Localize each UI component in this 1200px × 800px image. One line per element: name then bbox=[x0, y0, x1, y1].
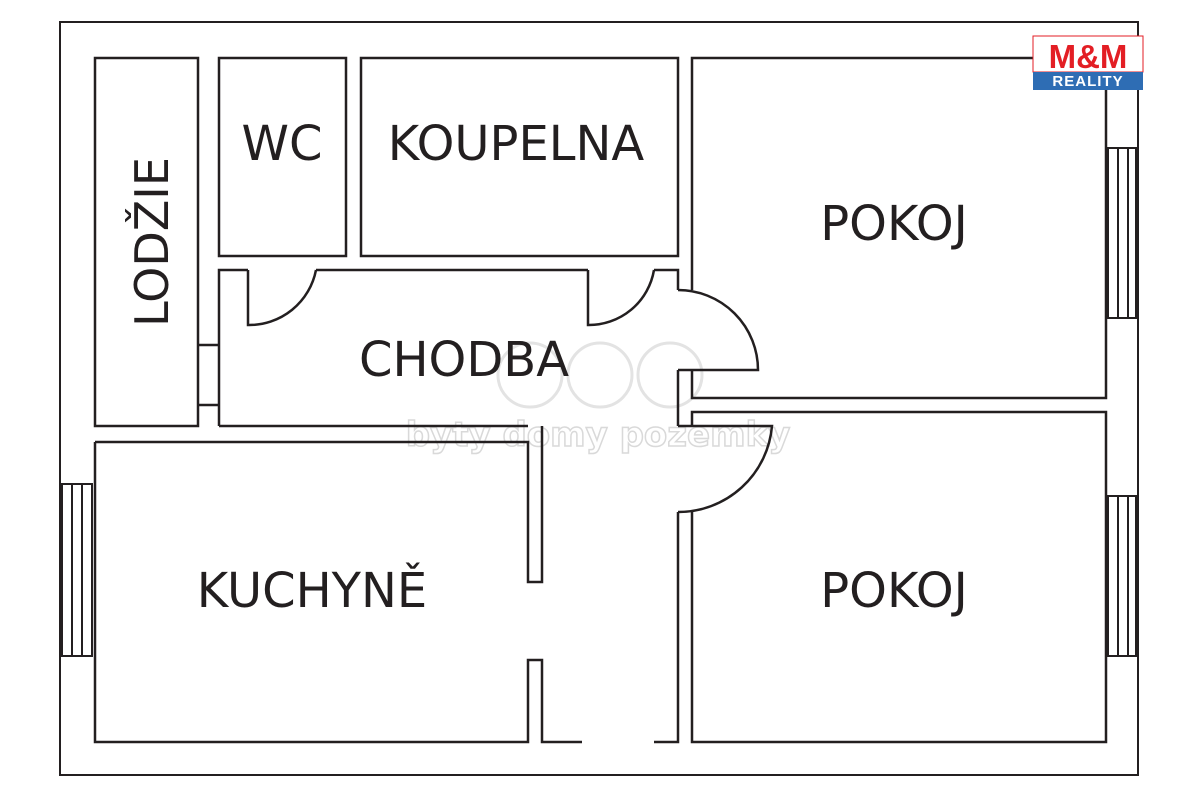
room-wc bbox=[217, 56, 348, 258]
label-chodba: CHODBA bbox=[359, 332, 569, 388]
label-koupelna: KOUPELNA bbox=[388, 116, 645, 172]
logo: M&M REALITY bbox=[1032, 35, 1144, 90]
label-pokoj-top: POKOJ bbox=[820, 196, 968, 252]
room-kuchyne-bottom bbox=[93, 442, 582, 744]
watermark-circle-1 bbox=[496, 341, 564, 409]
logo-subtitle-box bbox=[1033, 72, 1143, 90]
logo-brand: M&M bbox=[1049, 38, 1128, 75]
chodba-right-lower-wall bbox=[654, 512, 680, 744]
room-kuchyne-top bbox=[95, 426, 544, 584]
label-wc: WC bbox=[242, 116, 323, 172]
room-pokoj-bottom bbox=[690, 410, 1108, 744]
logo-subtitle: REALITY bbox=[1052, 73, 1123, 90]
label-pokoj-bottom: POKOJ bbox=[820, 563, 968, 619]
outer-boundary bbox=[59, 21, 1139, 776]
wc-door bbox=[246, 269, 318, 327]
pokoj-bottom-door bbox=[677, 424, 774, 514]
window-top-right bbox=[1107, 147, 1137, 319]
pokoj-top-door bbox=[677, 288, 760, 372]
label-kuchyne: KUCHYNĚ bbox=[197, 562, 427, 619]
room-pokoj-top bbox=[690, 56, 1108, 400]
logo-brand-box bbox=[1032, 35, 1144, 73]
watermark: byty domy pozemky bbox=[405, 341, 791, 456]
window-bottom-right bbox=[1107, 495, 1137, 657]
room-lodzie bbox=[93, 56, 200, 428]
watermark-circle-3 bbox=[636, 341, 704, 409]
window-left bbox=[61, 483, 93, 657]
watermark-text: byty domy pozemky bbox=[406, 415, 791, 455]
watermark-circle-2 bbox=[566, 341, 634, 409]
chodba-left-wall bbox=[217, 268, 248, 426]
room-koupelna bbox=[359, 56, 680, 258]
chodba-top-right-wall bbox=[654, 268, 680, 290]
label-lodzie: LODŽIE bbox=[125, 157, 179, 327]
koupelna-door bbox=[586, 269, 656, 327]
